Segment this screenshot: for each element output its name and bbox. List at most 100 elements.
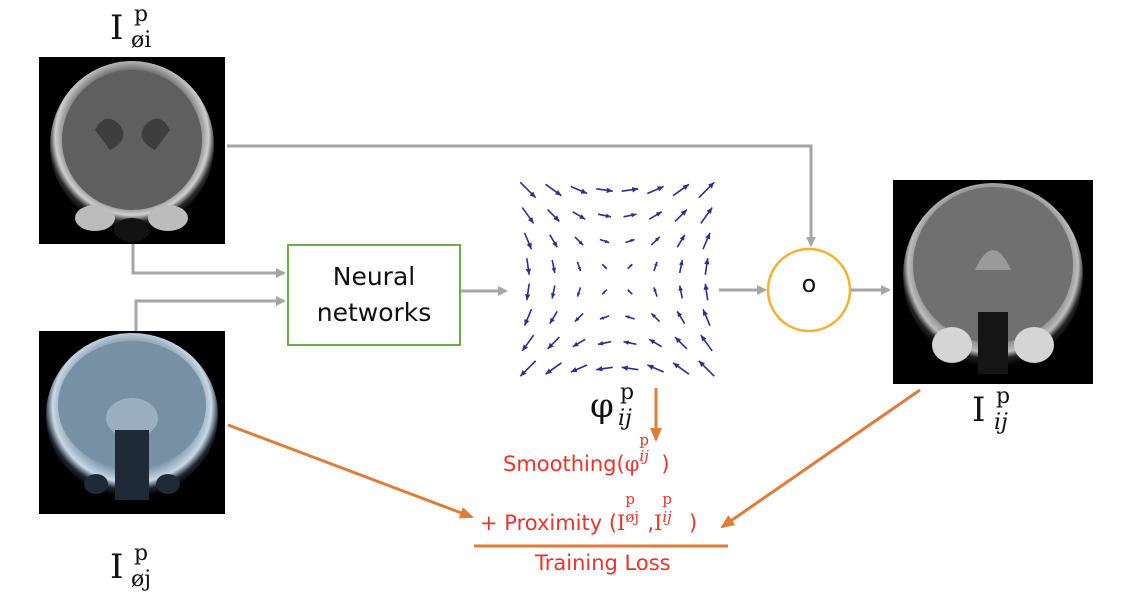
smoothing-close: ) <box>661 452 670 476</box>
vector-arrow <box>601 289 608 295</box>
smoothing-arg: φ <box>624 452 640 476</box>
label-base: I <box>110 547 124 587</box>
vector-arrow <box>574 312 584 323</box>
smoothing-arg-sub: ij <box>639 447 649 465</box>
vector-arrow <box>545 362 562 375</box>
label-base: I <box>972 390 986 430</box>
label-sub: ij <box>618 406 632 431</box>
connector-moving-to-network <box>131 244 286 278</box>
vector-arrow <box>653 287 658 297</box>
arrow-output-to-proximity <box>720 388 921 529</box>
vector-arrow <box>674 209 688 222</box>
output-image-label: I p ij <box>972 384 1010 435</box>
vector-arrow <box>597 340 612 346</box>
training-loss-text: Training Loss <box>535 551 671 575</box>
label-base: I <box>110 8 124 48</box>
vector-arrow <box>676 234 686 248</box>
connector-moving-to-compose <box>227 144 816 247</box>
vector-arrow <box>521 207 535 224</box>
vector-arrow <box>523 232 533 250</box>
vector-arrow <box>570 185 588 195</box>
vector-arrow <box>625 238 635 244</box>
proximity-close: ) <box>682 511 698 535</box>
proximity-arg1: I <box>617 511 626 535</box>
vector-arrow <box>523 309 533 326</box>
compose-symbol: o <box>801 270 817 298</box>
vector-arrow <box>545 183 562 197</box>
vector-arrow <box>698 181 715 199</box>
proximity-arg2-sup: p <box>662 490 672 508</box>
proximity-arg1-sup: p <box>625 490 635 508</box>
vector-arrow <box>574 236 584 246</box>
vector-arrow <box>550 285 556 299</box>
label-sub: ij <box>994 410 1008 435</box>
vector-arrow <box>601 263 608 270</box>
vector-arrow <box>647 364 664 373</box>
vector-arrow <box>596 366 613 372</box>
label-sub: øi <box>131 28 152 53</box>
vector-arrow <box>576 287 582 297</box>
vector-arrow <box>623 340 637 346</box>
vector-arrow <box>576 261 582 272</box>
smoothing-text: Smoothing( <box>503 452 625 476</box>
vector-arrow <box>519 360 537 377</box>
vector-arrow <box>547 336 560 350</box>
vector-arrow <box>648 338 663 348</box>
vector-arrow <box>672 183 690 197</box>
warped-output-image <box>893 180 1093 384</box>
vector-arrow <box>700 207 713 224</box>
fixed-image <box>39 331 225 514</box>
deformation-label: φ p ij <box>590 380 634 431</box>
vector-arrow <box>547 209 560 222</box>
vector-arrow <box>621 365 639 371</box>
label-base: φ <box>590 386 614 426</box>
deformation-field <box>519 181 715 377</box>
vector-arrow <box>621 186 639 193</box>
smoothing-arg-sup: p <box>639 431 650 449</box>
vector-arrow <box>627 263 633 270</box>
vector-arrow <box>700 334 713 352</box>
network-label-line1: Neural <box>332 262 416 291</box>
vector-arrow <box>521 334 535 352</box>
vector-arrow <box>627 289 633 295</box>
moving-image <box>39 57 225 244</box>
vector-arrow <box>572 211 586 220</box>
vector-arrow <box>597 213 612 219</box>
proximity-arg1-sub: øj <box>625 508 640 526</box>
proximity-arg2: I <box>654 511 663 535</box>
arrow-fixed-to-proximity <box>227 423 474 519</box>
label-sub: øj <box>131 567 152 592</box>
moving-image-label: I p øi <box>110 2 151 53</box>
vector-arrow <box>549 310 558 325</box>
vector-arrow <box>570 364 588 373</box>
neural-network-box <box>287 244 461 346</box>
proximity-sep: , <box>647 511 655 535</box>
label-sup: p <box>134 541 149 566</box>
compose-operator-circle <box>766 247 852 333</box>
network-label-line2: networks <box>316 298 432 327</box>
fixed-image-label: I p øj <box>110 541 151 592</box>
vector-arrow <box>551 259 557 274</box>
vector-arrow <box>625 315 635 320</box>
vector-arrow <box>524 283 531 301</box>
vector-arrow <box>678 259 684 274</box>
vector-arrow <box>647 185 664 195</box>
vector-arrow <box>572 338 586 348</box>
vector-arrow <box>672 362 690 375</box>
vector-arrow <box>525 258 532 275</box>
vector-arrow <box>650 312 661 323</box>
vector-arrow <box>648 211 663 220</box>
vector-arrow <box>549 234 558 248</box>
vector-arrow <box>676 310 686 325</box>
vector-arrow <box>623 212 637 218</box>
proximity-arg2-sub: ij <box>662 508 672 526</box>
vector-arrow <box>704 258 710 275</box>
vector-arrow <box>519 181 537 199</box>
label-sup: p <box>620 380 635 405</box>
label-sup: p <box>134 2 149 27</box>
vector-arrow <box>653 261 658 272</box>
vector-arrow <box>698 360 715 377</box>
label-sup: p <box>996 384 1011 409</box>
